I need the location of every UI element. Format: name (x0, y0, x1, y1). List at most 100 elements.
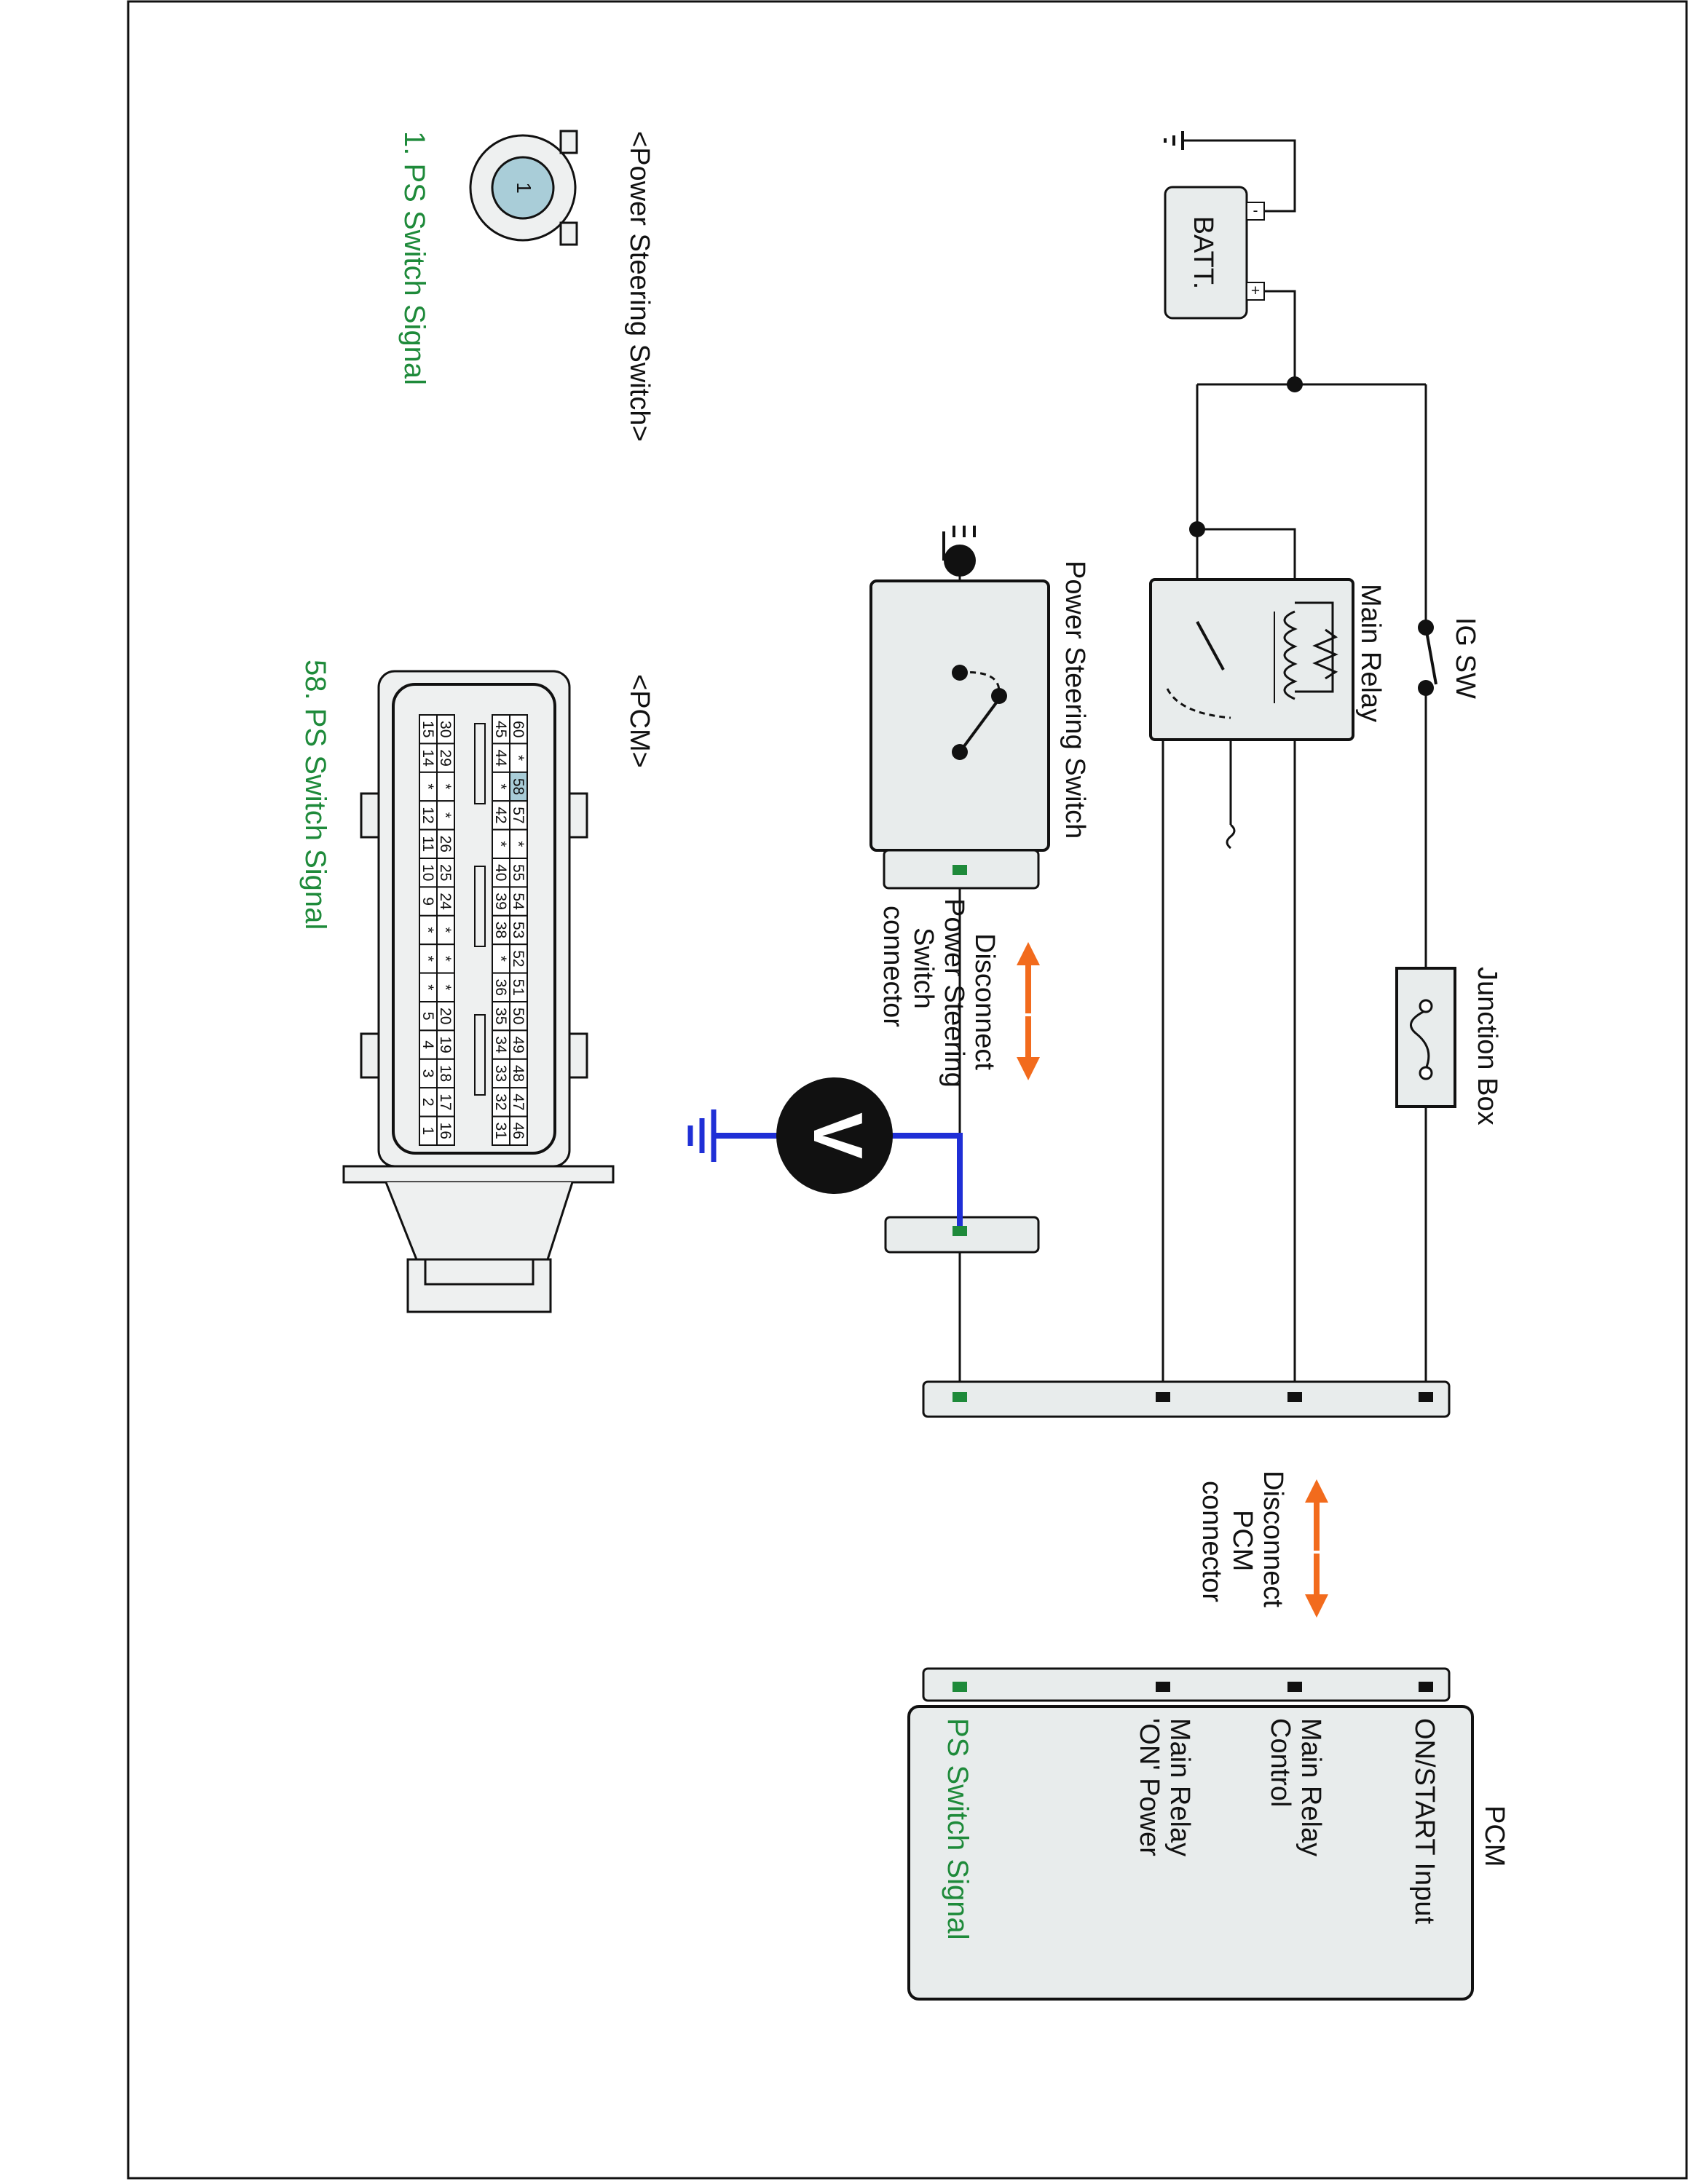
pcm-pin-number: 4 (419, 1040, 436, 1049)
pcm-pin-cell (492, 943, 510, 974)
pcm-pin-number: 49 (510, 1036, 526, 1053)
pcm-pin-number: 46 (510, 1123, 526, 1139)
pcm-pin-cell (419, 886, 438, 917)
pcm-pin-cell (509, 972, 528, 1002)
pcm-pin-number: * (492, 841, 509, 847)
pcm-pin-number: 15 (419, 721, 436, 737)
pcm-pin-number: 52 (510, 950, 526, 967)
pcm-pin-number: 58 (510, 778, 526, 795)
pcm-pin-number: * (510, 841, 526, 847)
pcm-pin-number: 60 (510, 721, 526, 737)
pcm-pin-number: * (510, 755, 526, 761)
pcm-pin-number: * (437, 984, 454, 990)
pcm-pin-number: * (437, 812, 454, 818)
disconnect-ps-line4: connector (877, 906, 908, 1027)
pcm-pin-cell (492, 972, 510, 1002)
pcm-pin-number: 55 (510, 864, 526, 881)
main-relay: Main Relay (1149, 578, 1386, 850)
pcm-box: PCM ON/START Input Main Relay Control Ma… (907, 1667, 1510, 2001)
voltmeter-icon (776, 1077, 893, 1194)
battery: - + BATT. (1164, 186, 1265, 320)
pcm-pin-cell (436, 886, 455, 917)
pcm-pin-number: * (492, 956, 509, 962)
pcm-pin-number: 44 (492, 749, 509, 767)
pcm-pin-number: 50 (510, 1008, 526, 1024)
pcm-pin-relay-power-line1: Main Relay (1164, 1718, 1195, 1856)
pcm-pin-cell (419, 1115, 438, 1146)
pcm-pin-number: * (437, 927, 454, 933)
pcm-pin-number: 33 (492, 1065, 509, 1082)
pcm-pin-number: 16 (437, 1123, 454, 1139)
disconnect-ps-note: Disconnect Power Steering Switch connect… (877, 898, 1040, 1088)
disconnect-pcm-line1: Disconnect (1258, 1471, 1288, 1607)
pcm-pin-number: 30 (437, 721, 454, 737)
pcm-pin-number: 18 (437, 1065, 454, 1082)
battery-pos-label: + (1251, 282, 1260, 299)
pcm-pin-number: 38 (492, 922, 509, 938)
pcm-pin-cell (492, 1115, 510, 1146)
ps-switch-view-title: <Power Steering Switch> (624, 131, 655, 442)
pcm-pin-number: 14 (419, 749, 436, 767)
pcm-pin-number: 31 (492, 1123, 509, 1139)
pcm-pin-cell (436, 743, 455, 773)
pcm-pin-cell (419, 1087, 438, 1117)
pcm-pin-cell (419, 1001, 438, 1032)
pcm-pin-cell (509, 1087, 528, 1117)
disconnect-pcm-line2: PCM (1227, 1510, 1258, 1571)
pcm-pin-number: 57 (510, 807, 526, 823)
ig-switch: IG SW (1418, 617, 1480, 699)
pcm-pin-cell (419, 714, 438, 745)
pcm-pin-cell (492, 1087, 510, 1117)
pcm-pin-number: 19 (437, 1036, 454, 1053)
pcm-pin-number: 34 (492, 1036, 509, 1053)
pcm-pin-cell (509, 714, 528, 745)
pcm-pin-cell (509, 1058, 528, 1089)
pcm-pin-number: 17 (437, 1093, 454, 1110)
pcm-pin-grid: 60*5857*555453525150494847464544*42*4039… (419, 714, 528, 1146)
pcm-pin-number: 11 (419, 836, 436, 852)
pcm-harness-connector (922, 1380, 1451, 1418)
pcm-pin-cell (492, 1029, 510, 1060)
ps-switch-pin-number: 1 (513, 182, 535, 194)
pcm-pin-number: 9 (419, 897, 436, 906)
disconnect-ps-line2: Power Steering (939, 898, 969, 1088)
main-relay-label: Main Relay (1355, 584, 1386, 722)
ps-connector-measure: V (687, 1077, 1040, 1254)
pcm-pin-number: * (492, 783, 509, 789)
pcm-pin-cell (509, 743, 528, 773)
pcm-pin-on-start: ON/START Input (1409, 1718, 1440, 1924)
pcm-pin-number: 48 (510, 1065, 526, 1082)
voltmeter-label: V (799, 1112, 877, 1159)
ig-switch-label: IG SW (1450, 617, 1480, 699)
page-frame (127, 0, 1688, 2180)
pcm-pin-ps-signal: PS Switch Signal (942, 1718, 974, 1940)
pcm-view-title: <PCM> (624, 674, 655, 768)
pcm-pin-number: 20 (437, 1008, 454, 1024)
pcm-pin-number: * (419, 783, 436, 789)
pcm-pin-cell (436, 1058, 455, 1089)
pcm-pin-number: 51 (510, 979, 526, 996)
pcm-pin-number: * (419, 984, 436, 990)
pcm-pin-number: 32 (492, 1093, 509, 1110)
junction-box: Junction Box (1395, 967, 1502, 1125)
pcm-pin-relay-control-line1: Main Relay (1295, 1718, 1326, 1856)
pcm-pin-number: 2 (419, 1098, 436, 1107)
pcm-pin-number: 24 (437, 893, 454, 910)
pcm-pin-number: 12 (419, 807, 436, 823)
pcm-pin-number: 35 (492, 1008, 509, 1024)
pcm-pin-cell (492, 714, 510, 745)
pcm-title: PCM (1479, 1805, 1510, 1867)
pcm-pin-number: 3 (419, 1069, 436, 1078)
pcm-pin-number: 40 (492, 864, 509, 881)
pcm-pin-number: 5 (419, 1012, 436, 1021)
pcm-connector-view: <PCM> 58. PS Switch Signal 60*5857*55545… (299, 660, 655, 1313)
power-steering-switch: Power Steering Switch (869, 526, 1090, 890)
pcm-pin-relay-power-line2: 'ON' Power (1134, 1718, 1164, 1856)
pcm-pin-number: * (437, 783, 454, 789)
pcm-pin-cell (492, 771, 510, 802)
pcm-pin-number: 26 (437, 836, 454, 852)
battery-neg-label: - (1253, 202, 1258, 219)
pcm-pin-number: 39 (492, 893, 509, 909)
pcm-pin-number: 25 (437, 864, 454, 881)
